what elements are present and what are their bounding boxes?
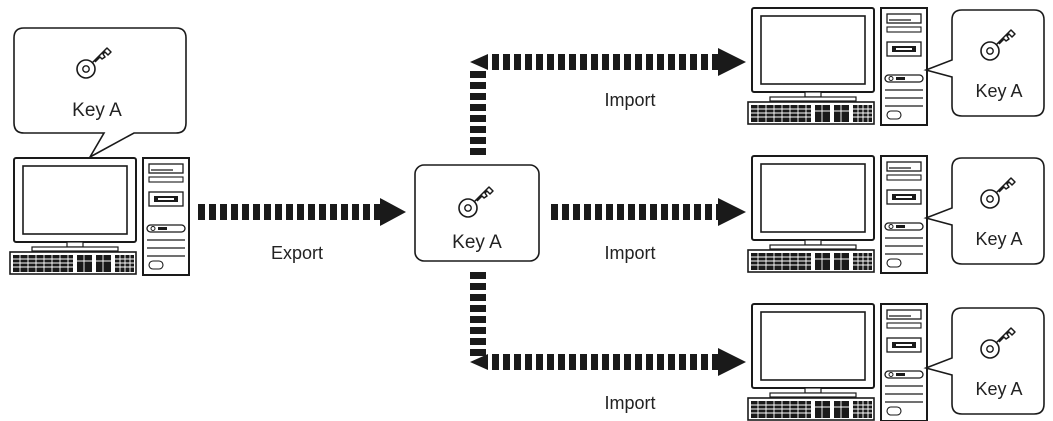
target-computer-bottom: [747, 303, 928, 421]
source-computer: [9, 157, 190, 276]
export-arrow: [198, 198, 406, 226]
target-key-callout-bottom: Key A: [923, 307, 1045, 415]
center-key-label: Key A: [452, 232, 502, 253]
source-key-callout: Key A: [13, 27, 187, 160]
target-key-callout-middle: Key A: [923, 157, 1045, 265]
import-label-middle: Import: [604, 243, 655, 263]
target-computer-middle: [747, 155, 928, 274]
target-key-label-middle: Key A: [975, 229, 1022, 249]
import-arrow-middle: [551, 198, 746, 226]
export-label: Export: [271, 243, 323, 263]
import-arrow-top: [470, 48, 746, 155]
import-label-top: Import: [604, 90, 655, 110]
import-label-bottom: Import: [604, 393, 655, 413]
target-key-callout-top: Key A: [923, 9, 1045, 117]
center-key-box: Key A: [414, 164, 540, 262]
target-key-label-top: Key A: [975, 81, 1022, 101]
target-computer-top: [747, 7, 928, 126]
import-arrow-bottom: [470, 272, 746, 376]
target-key-label-bottom: Key A: [975, 379, 1022, 399]
source-key-label: Key A: [72, 100, 122, 121]
